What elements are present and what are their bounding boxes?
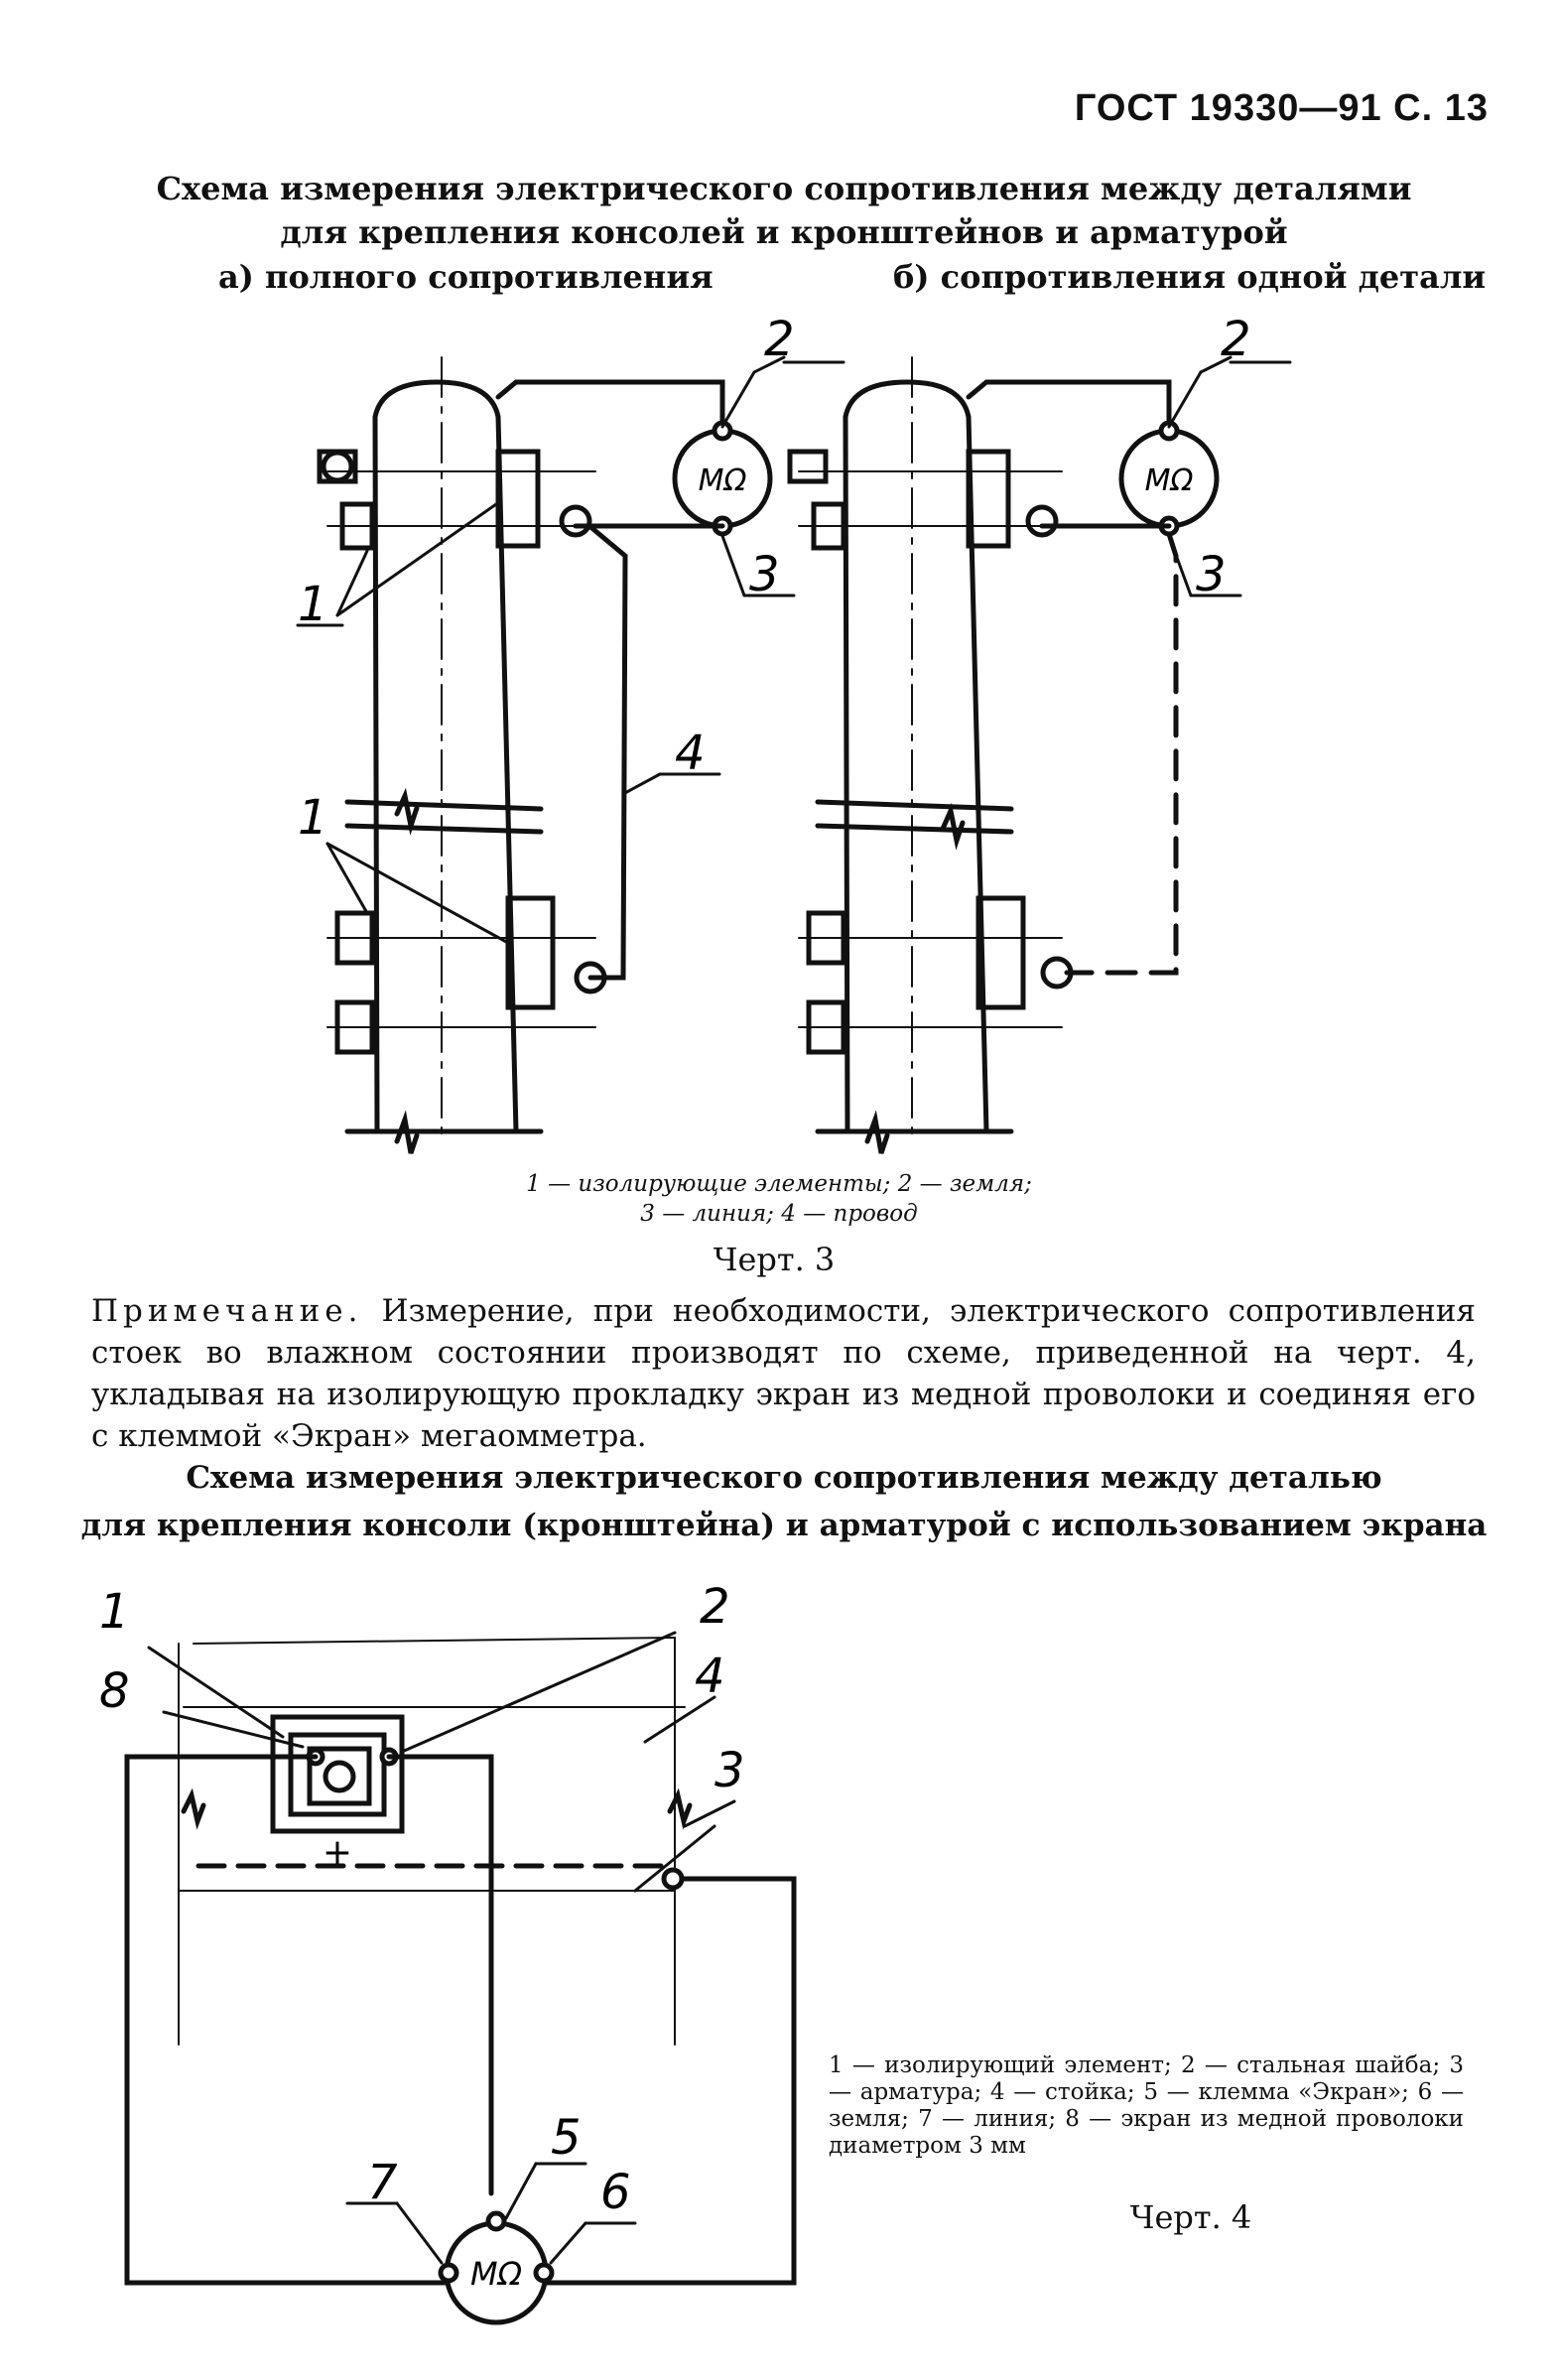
fig4-label-3: 3: [715, 1743, 745, 1798]
fig4-title-line1: Схема измерения электрического сопротивл…: [186, 1460, 1382, 1496]
fig3-legend: 1 — изолирующие элементы; 2 — земля; 3 —…: [258, 1169, 1300, 1229]
fig3-subtitle-b: б) сопротивления одной детали: [893, 258, 1487, 296]
fig3b-wiring: [966, 355, 1292, 976]
fig4-meter: MΩ: [470, 2255, 523, 2293]
fig3b-meter: MΩ: [1145, 463, 1194, 498]
fig4-legend: 1 — изолирующий элемент; 2 — стальная ша…: [829, 2052, 1464, 2159]
fig4-label-4: 4: [695, 1649, 725, 1704]
fig3b-label-3: 3: [1196, 547, 1227, 602]
note-text: Измерение, при необходимости, электричес…: [91, 1293, 1476, 1454]
fig3a-label-1b: 1: [298, 790, 328, 846]
fig4-label-5: 5: [551, 2110, 582, 2166]
fig3-labels: 2 3 4 1 1 2 3 MΩ MΩ: [298, 312, 1251, 846]
fig4-label-7: 7: [367, 2155, 398, 2210]
fig4-title-line2: для крепления консоли (кронштейна) и арм…: [80, 1508, 1488, 1543]
fig3a-insulators: [317, 449, 607, 1055]
fig4-labels: 1 2 3 4 5 6 7 8 MΩ +: [99, 1579, 745, 2293]
fig3a-label-2: 2: [764, 312, 795, 367]
fig3-title-line1: Схема измерения электрического сопротивл…: [156, 170, 1412, 207]
fig3-subtitle-a: а) полного сопротивления: [218, 258, 714, 296]
fig4-schematic: [124, 1631, 797, 2325]
fig3b-pole: [798, 356, 1063, 1154]
fig3a-wiring: [296, 355, 845, 981]
fig4-label-8: 8: [99, 1663, 130, 1719]
fig4-label-1: 1: [99, 1584, 130, 1640]
fig3b-label-2: 2: [1221, 312, 1251, 367]
fig3-legend-line1: 1 — изолирующие элементы; 2 — земля;: [526, 1171, 1032, 1197]
fig3a-label-3: 3: [749, 547, 780, 602]
note-lead: Примечание.: [91, 1293, 363, 1329]
fig3a-meter: MΩ: [699, 463, 747, 498]
fig3-legend-line2: 3 — линия; 4 — провод: [640, 1201, 918, 1227]
note-paragraph: Примечание. Измерение, при необходимости…: [91, 1290, 1476, 1457]
fig3-caption: Черт. 3: [713, 1241, 836, 1278]
fig3a-label-1a: 1: [298, 577, 328, 632]
fig3a-pole: [326, 356, 596, 1154]
fig3-title-line2: для крепления консолей и кронштейнов и а…: [280, 213, 1288, 251]
page-header: ГОСТ 19330—91 С. 13: [1074, 87, 1489, 129]
fig4-label-2: 2: [700, 1579, 730, 1635]
fig3a-label-4: 4: [675, 726, 706, 781]
fig4-plus: +: [323, 1832, 352, 1873]
fig4-label-6: 6: [600, 2165, 631, 2220]
fig4-caption: Черт. 4: [1129, 2198, 1252, 2236]
fig3b-insulators: [787, 449, 1074, 1055]
